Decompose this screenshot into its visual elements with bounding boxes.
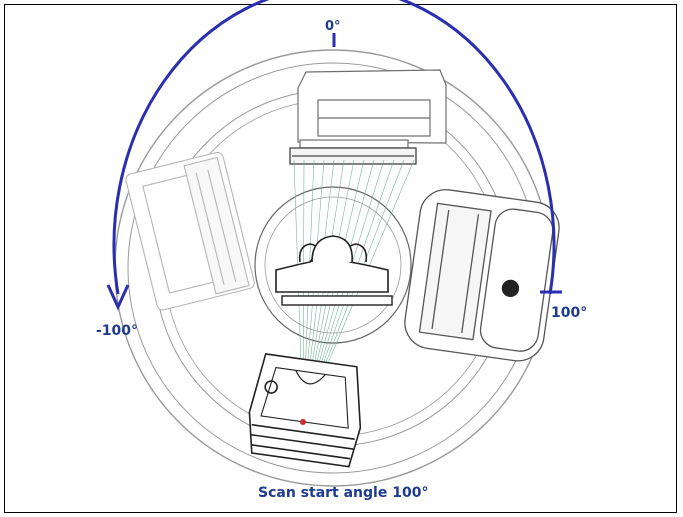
caption: Scan start angle 100° <box>258 485 428 501</box>
angle-label-left: -100° <box>96 323 138 339</box>
detector-top <box>289 69 447 165</box>
detector-left <box>125 151 255 311</box>
rotation-arc <box>106 0 562 311</box>
detector-right <box>404 189 560 362</box>
angle-label-top: 0° <box>325 19 341 34</box>
patient-phantom <box>275 235 393 306</box>
xray-source <box>248 353 362 468</box>
angle-label-right: 100° <box>551 305 587 321</box>
source-focal-point <box>300 419 306 425</box>
